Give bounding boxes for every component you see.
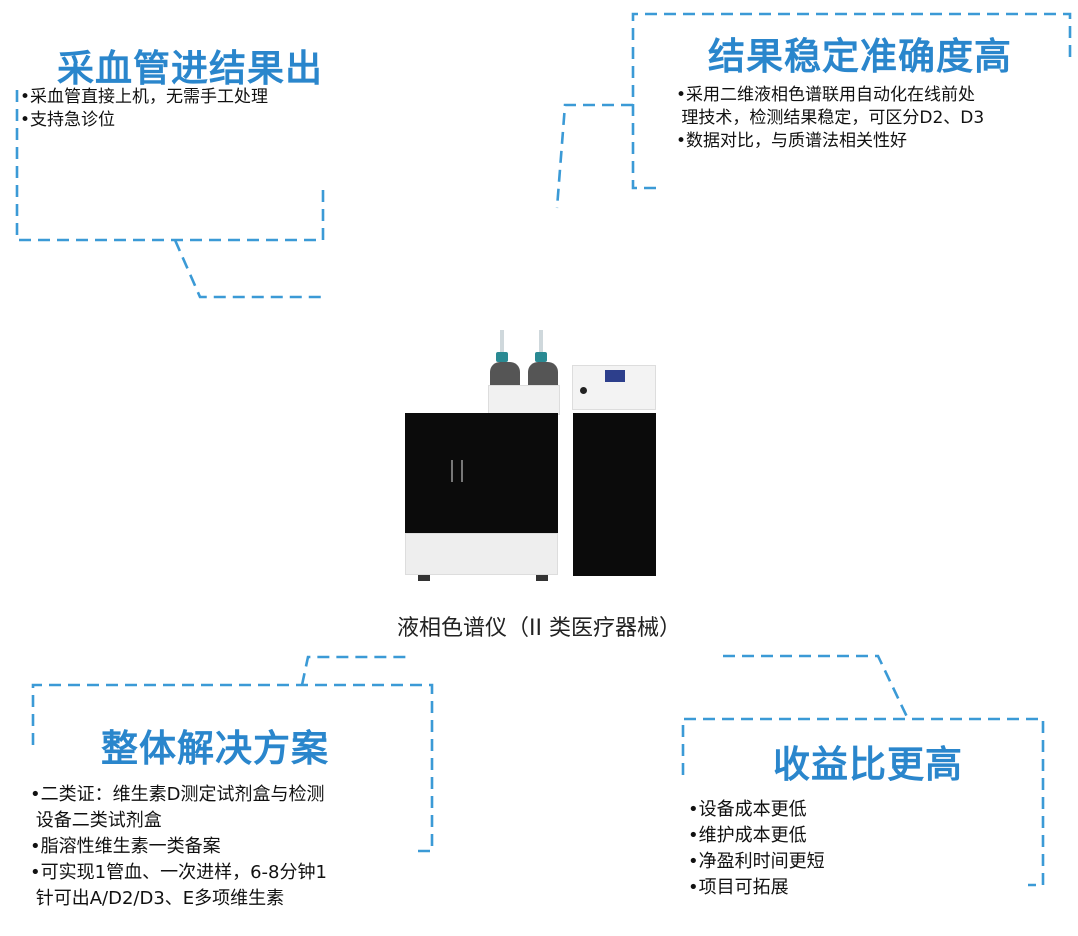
bullet: •可实现1管血、一次进样，6-8分钟1 — [30, 862, 327, 883]
panel-4-title: 收益比更高 — [773, 743, 963, 786]
panel-3-title: 整体解决方案 — [101, 727, 329, 770]
panel-2-bullets: •采用二维液相色谱联用自动化在线前处 理技术，检测结果稳定，可区分D2、D3 •… — [676, 84, 984, 153]
bullet: •支持急诊位 — [20, 110, 116, 130]
panel-3-bullets: •二类证：维生素D测定试剂盒与检测 设备二类试剂盒 •脂溶性维生素一类备案 •可… — [30, 782, 327, 912]
frame-4 — [681, 654, 1045, 887]
bullet: •数据对比，与质谱法相关性好 — [676, 131, 908, 151]
bullet: •采用二维液相色谱联用自动化在线前处 — [676, 85, 976, 105]
bullet: 针可出A/D2/D3、E多项维生素 — [30, 888, 285, 909]
bullet: •设备成本更低 — [688, 799, 807, 820]
frame-2 — [555, 12, 1072, 209]
bullet: 设备二类试剂盒 — [30, 810, 162, 831]
panel-1-bullets: •采血管直接上机，无需手工处理 •支持急诊位 — [20, 86, 268, 132]
bullet: •维护成本更低 — [688, 825, 807, 846]
panel-4-bullets: •设备成本更低 •维护成本更低 •净盈利时间更短 •项目可拓展 — [688, 797, 825, 901]
panel-2-title: 结果稳定准确度高 — [708, 35, 1012, 78]
bullet: •采血管直接上机，无需手工处理 — [20, 87, 269, 107]
frame-1 — [15, 90, 325, 299]
device-caption: 液相色谱仪（II 类医疗器械） — [397, 616, 681, 641]
bullet: •二类证：维生素D测定试剂盒与检测 — [30, 784, 325, 805]
bullet: •净盈利时间更短 — [688, 851, 825, 872]
panel-1-title: 采血管进结果出 — [57, 47, 323, 90]
bullet: 理技术，检测结果稳定，可区分D2、D3 — [676, 108, 985, 128]
frame-3 — [31, 655, 434, 853]
bullet: •脂溶性维生素一类备案 — [30, 836, 221, 857]
bullet: •项目可拓展 — [688, 877, 789, 898]
